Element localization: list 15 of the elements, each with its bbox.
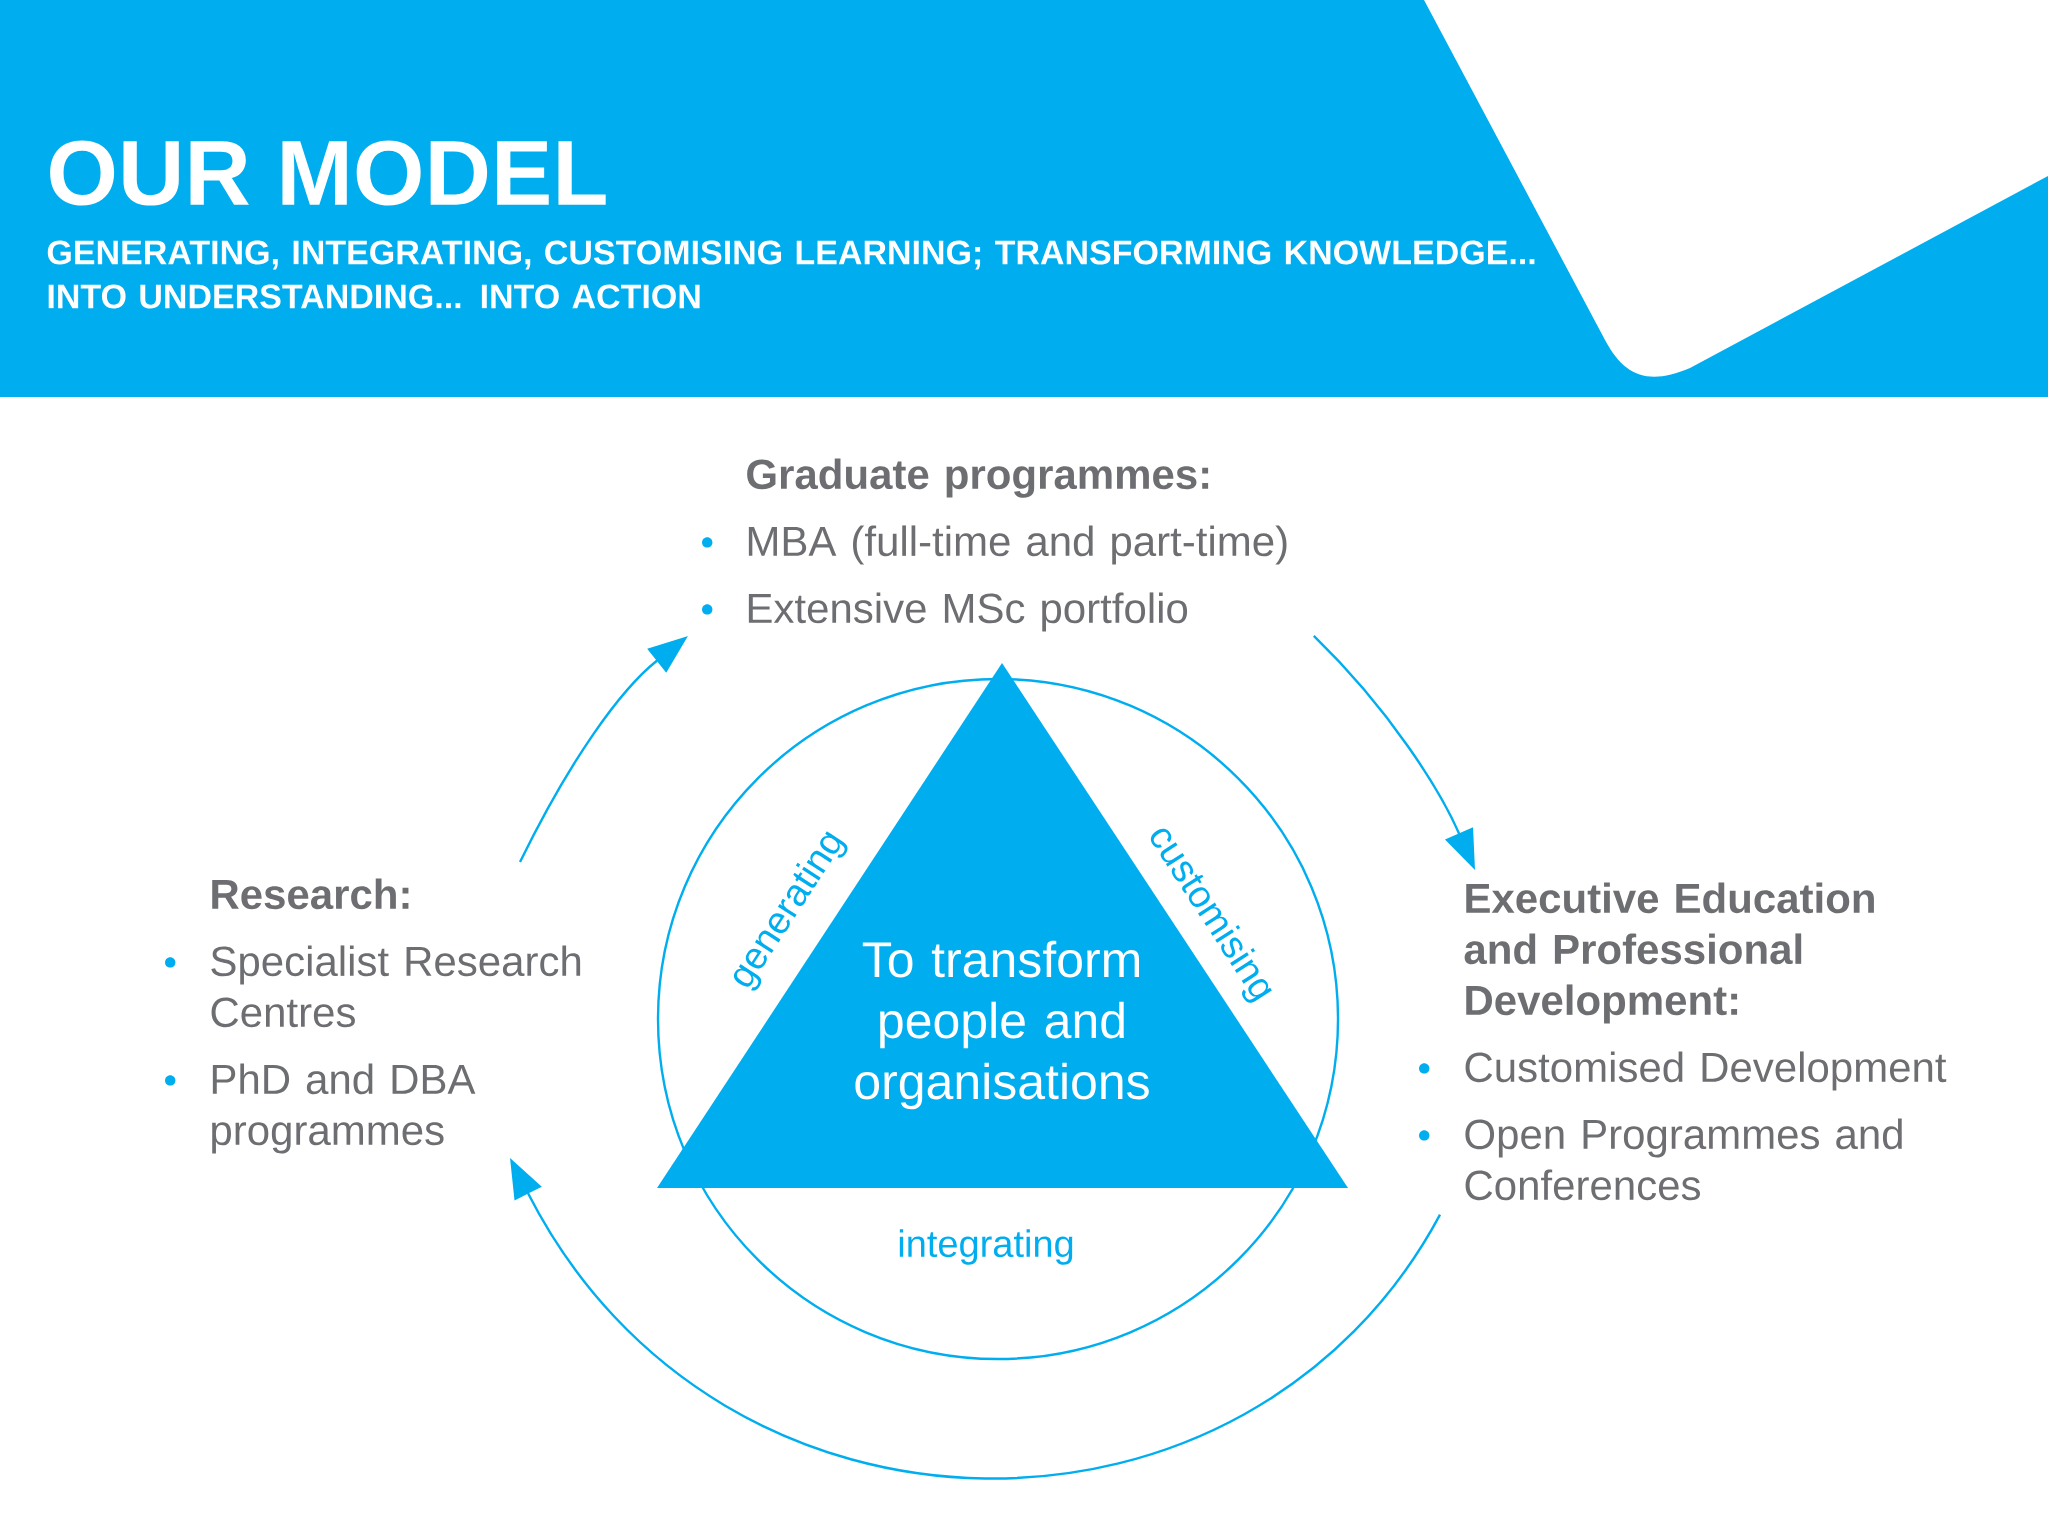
node-label: Open Programmes and Conferences	[1465, 1118, 1902, 1201]
node-label: Graduate programmes:	[747, 458, 1209, 498]
node-label: Specialist Research Centres	[211, 945, 581, 1028]
node-label: MBA (full-time and part-time)	[748, 525, 1287, 565]
node-label: Customised Development	[1465, 1051, 1947, 1091]
node-label: PhD and DBA programmes	[212, 1063, 476, 1154]
node-label: Research:	[212, 878, 409, 910]
text-block: Executive Education and Professional Development: Customised Development Open Programmes and Conferences	[1419, 882, 1947, 1201]
node-label: Extensive MSc portfolio	[748, 592, 1188, 632]
text-block: Graduate programmes: MBA (full-time and part-time) Extensive MSc portfolio	[702, 458, 1287, 632]
text-block: Research: Specialist Research Centres PhD and DBA programmes	[165, 878, 581, 1154]
subtitle: GENERATING, INTEGRATING, CUSTOMISING LEARNING; TRANSFORMING KNOWLEDGE... INTO UNDERSTANDING... INTO ACTION	[47, 240, 1535, 309]
ring-label: integrating	[899, 1229, 1073, 1265]
node-label: Executive Education and Professional Development:	[1464, 882, 1874, 1024]
title: OUR MODEL	[50, 140, 606, 206]
